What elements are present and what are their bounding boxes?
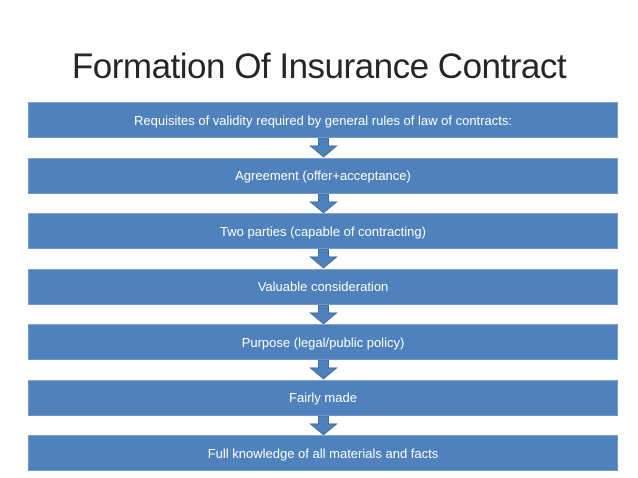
flow-step-label: Fairly made xyxy=(289,390,357,405)
down-arrow-icon xyxy=(308,249,338,269)
flow-connector xyxy=(28,415,618,436)
down-arrow-icon xyxy=(308,415,338,435)
flow-step: Valuable consideration xyxy=(28,268,618,305)
flow-step: Two parties (capable of contracting) xyxy=(28,213,618,249)
flow-connector xyxy=(28,249,618,269)
flow-step: Agreement (offer+acceptance) xyxy=(28,157,618,194)
page-title: Formation Of Insurance Contract xyxy=(71,47,567,86)
down-arrow-icon xyxy=(308,193,338,213)
flow-diagram: Requisites of validity required by gener… xyxy=(28,102,618,471)
flow-step-label: Full knowledge of all materials and fact… xyxy=(207,445,439,461)
flow-step-label: Purpose (legal/public policy) xyxy=(241,334,405,350)
flow-step-label: Agreement (offer+acceptance) xyxy=(235,168,411,183)
down-arrow-icon xyxy=(308,138,338,158)
flow-step-label: Valuable consideration xyxy=(257,279,389,294)
flow-step: Fairly made xyxy=(28,379,618,416)
down-arrow-icon xyxy=(308,304,338,324)
flow-step-label: Two parties (capable of contracting) xyxy=(220,223,426,239)
flow-connector xyxy=(28,304,618,325)
flow-step-label: Requisites of validity required by gener… xyxy=(134,112,512,128)
flow-connector xyxy=(28,360,618,380)
down-arrow-icon xyxy=(308,360,338,380)
flow-step: Purpose (legal/public policy) xyxy=(28,324,618,360)
flow-connector xyxy=(28,193,618,214)
flow-connector xyxy=(28,138,618,158)
flow-step: Full knowledge of all materials and fact… xyxy=(28,435,618,471)
flow-step: Requisites of validity required by gener… xyxy=(28,102,618,138)
